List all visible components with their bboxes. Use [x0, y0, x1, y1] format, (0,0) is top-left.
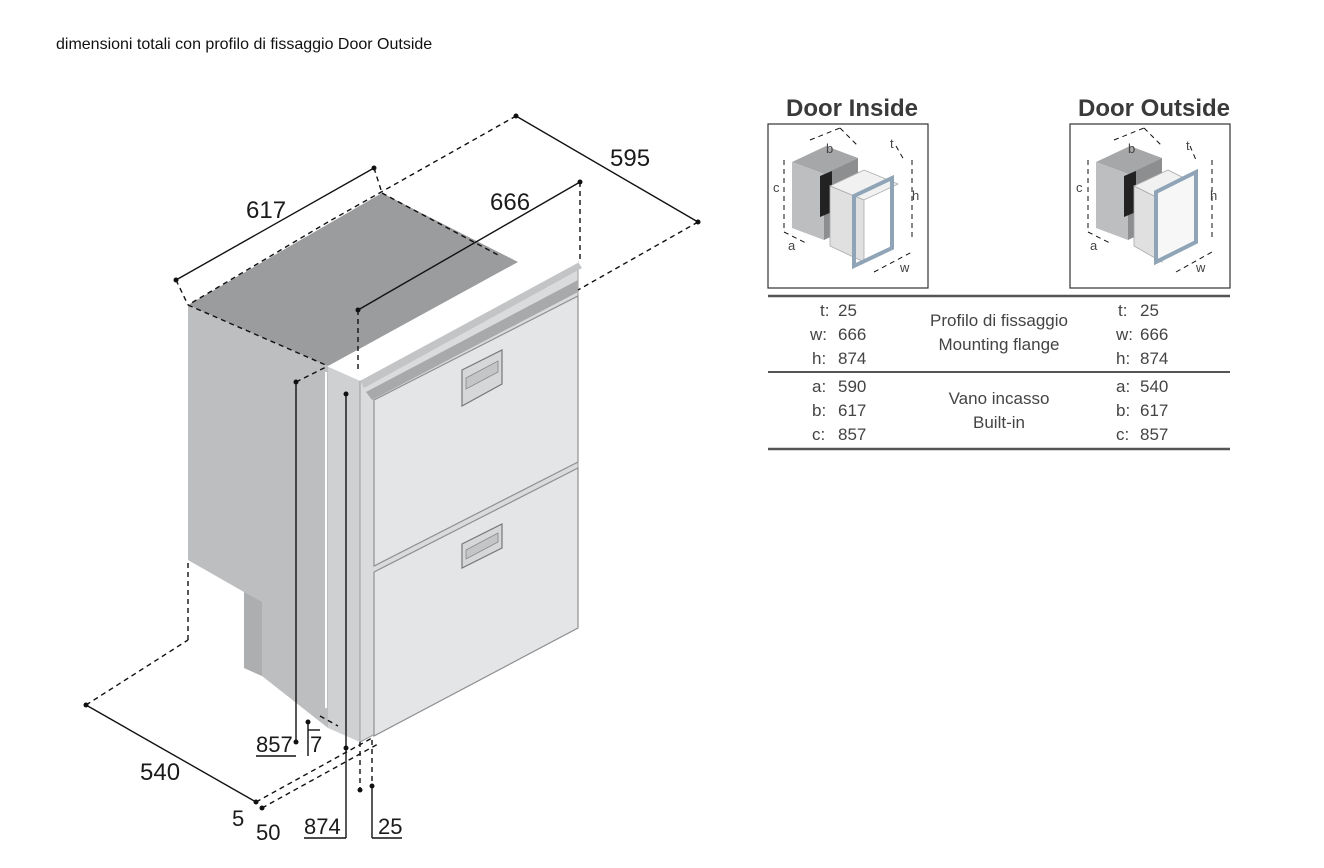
- door-inside-letter-w: w: [899, 260, 910, 275]
- inside-builtin-key-2: c:: [812, 425, 825, 444]
- door-inside-letter-a: a: [788, 238, 796, 253]
- flange-side-strip: [328, 366, 360, 742]
- door-outside-title: Door Outside: [1078, 95, 1230, 122]
- dim-617: 617: [246, 197, 286, 224]
- builtin-label-en: Built-in: [973, 413, 1025, 432]
- outside-flange-key-0: t:: [1118, 301, 1127, 320]
- inside-builtin-val-2: 857: [838, 425, 866, 444]
- outside-flange-val-2: 874: [1140, 349, 1168, 368]
- spec-table: t: 25 w: 666 h: 874 Profilo di fissaggio…: [768, 294, 1230, 451]
- door-outside-letter-h: h: [1210, 188, 1217, 203]
- fridge-top-face: [188, 193, 518, 366]
- dim-25: 25: [378, 814, 402, 839]
- fridge-bottom-recess: [244, 592, 262, 676]
- door-outside-letter-c: c: [1076, 180, 1083, 195]
- door-inside-title: Door Inside: [786, 95, 918, 122]
- dim-5: 5: [232, 806, 244, 831]
- bottom-drawer-front: [373, 467, 579, 737]
- dim-50: 50: [256, 820, 280, 845]
- flange-top-lip: [360, 262, 582, 388]
- fridge-left-side: [188, 305, 328, 728]
- dim-540: 540: [140, 759, 180, 786]
- door-inside-letter-c: c: [773, 180, 780, 195]
- dim-7: 7: [310, 732, 322, 757]
- inside-builtin-key-0: a:: [812, 377, 826, 396]
- flange-top-rail: [366, 280, 578, 400]
- door-inside-panel: b c a t h w: [767, 123, 929, 289]
- flange-label-it: Profilo di fissaggio: [930, 311, 1068, 330]
- inside-flange-val-2: 874: [838, 349, 866, 368]
- dim-857: 857: [256, 732, 293, 757]
- door-outside-letter-a: a: [1090, 238, 1098, 253]
- outside-builtin-val-0: 540: [1140, 377, 1168, 396]
- inside-builtin-val-1: 617: [838, 401, 866, 420]
- inside-flange-val-0: 25: [838, 301, 857, 320]
- outside-builtin-key-1: b:: [1116, 401, 1130, 420]
- bottom-drawer-handle: [461, 523, 503, 569]
- door-inside-letter-h: h: [912, 188, 919, 203]
- dim-595: 595: [610, 145, 650, 172]
- dimension-lines: [83, 113, 701, 839]
- page-caption: dimensioni totali con profilo di fissagg…: [56, 36, 433, 53]
- outside-builtin-val-2: 857: [1140, 425, 1168, 444]
- door-inside-letter-b: b: [826, 141, 833, 156]
- outside-flange-val-1: 666: [1140, 325, 1168, 344]
- inside-flange-val-1: 666: [838, 325, 866, 344]
- builtin-label-it: Vano incasso: [949, 389, 1050, 408]
- dim-666: 666: [490, 189, 530, 216]
- inside-builtin-key-1: b:: [812, 401, 826, 420]
- inside-flange-key-1: w:: [809, 325, 827, 344]
- dim-874: 874: [304, 814, 341, 839]
- door-outside-letter-b: b: [1128, 141, 1135, 156]
- top-drawer-handle: [461, 349, 503, 408]
- door-outside-letter-w: w: [1195, 260, 1206, 275]
- inside-flange-key-2: h:: [812, 349, 826, 368]
- top-drawer-front: [373, 295, 579, 567]
- door-outside-letter-t: t: [1186, 138, 1190, 153]
- outside-flange-key-1: w:: [1115, 325, 1133, 344]
- outside-flange-key-2: h:: [1116, 349, 1130, 368]
- inside-flange-key-0: t:: [820, 301, 829, 320]
- outside-builtin-key-0: a:: [1116, 377, 1130, 396]
- outside-builtin-val-1: 617: [1140, 401, 1168, 420]
- dimension-labels: 617 595 666 540 857 7 5 50 874 25: [140, 145, 650, 845]
- flange-label-en: Mounting flange: [939, 335, 1060, 354]
- door-inside-letter-t: t: [890, 136, 894, 151]
- outside-flange-val-0: 25: [1140, 301, 1159, 320]
- inside-builtin-val-0: 590: [838, 377, 866, 396]
- outside-builtin-key-2: c:: [1116, 425, 1129, 444]
- fridge-illustration: [188, 193, 582, 743]
- door-outside-panel: b c a t h w: [1069, 123, 1231, 289]
